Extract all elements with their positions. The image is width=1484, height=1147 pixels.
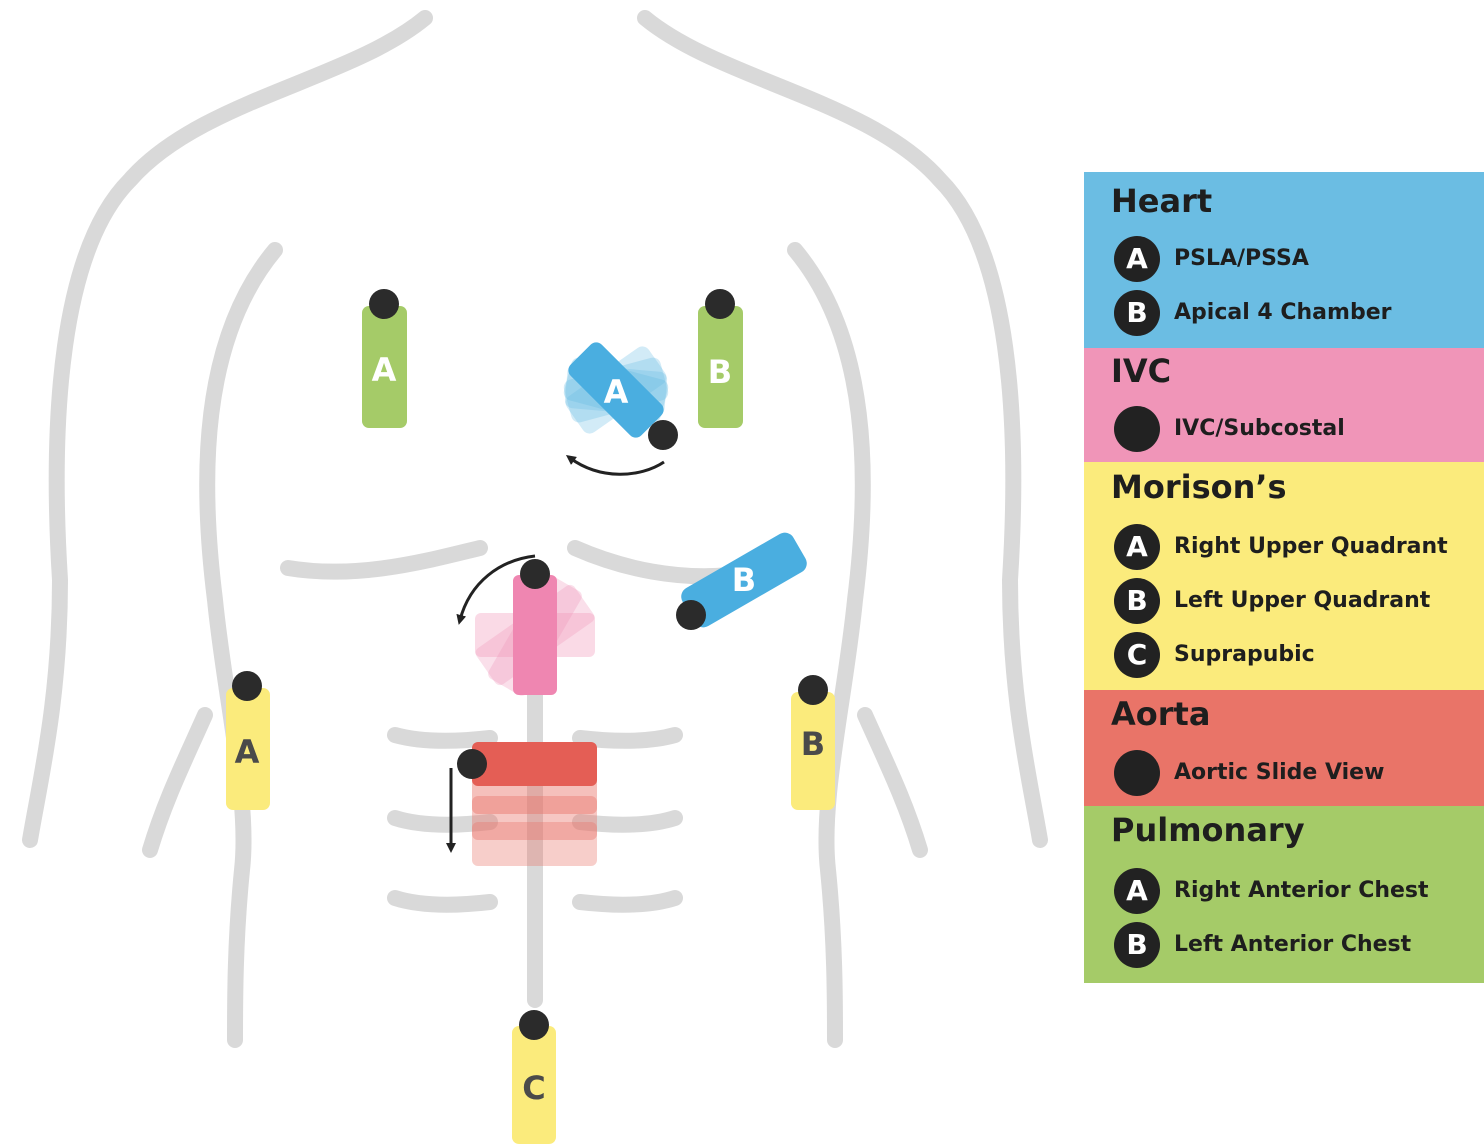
legend-item-label: PSLA/PSSA [1174, 236, 1309, 282]
morison-probe-a: A [226, 671, 270, 810]
left-ribcage-arc [288, 548, 480, 572]
legend-item: A PSLA/PSSA [1114, 236, 1484, 284]
legend-badge: A [1114, 524, 1160, 570]
legend-item: A Right Anterior Chest [1114, 868, 1484, 916]
legend-badge: A [1114, 236, 1160, 282]
legend-badge [1114, 750, 1160, 796]
body-outline [30, 18, 1040, 1040]
left-arm-inner [150, 715, 205, 850]
morison-probe-c-label: C [522, 1069, 545, 1107]
legend-section-title: Morison’s [1111, 468, 1287, 506]
legend-section-title: Heart [1111, 182, 1212, 220]
heart-rotation-arrow [570, 458, 664, 474]
right-rib-1 [580, 735, 675, 741]
morison-probe-b: B [791, 675, 835, 810]
legend-item: A Right Upper Quadrant [1114, 524, 1484, 572]
legend-section-pulmonary: Pulmonary A Right Anterior Chest B Left … [1084, 806, 1484, 983]
legend-item: B Left Anterior Chest [1114, 922, 1484, 970]
legend-section-aorta: Aorta Aortic Slide View [1084, 690, 1484, 806]
right-rib-3 [580, 898, 675, 905]
pulmonary-probe-a-label: A [372, 351, 397, 389]
legend-item-label: Apical 4 Chamber [1174, 290, 1391, 336]
legend-badge: C [1114, 632, 1160, 678]
legend-badge [1114, 406, 1160, 452]
left-rib-3 [395, 898, 490, 905]
morison-probe-a-label: A [235, 733, 260, 771]
right-ribcage-arc [575, 548, 730, 576]
legend-item: B Left Upper Quadrant [1114, 578, 1484, 626]
heart-probe-a-label: A [604, 373, 629, 411]
legend-section-title: Pulmonary [1111, 811, 1305, 849]
legend-section-ivc: IVC IVC/Subcostal [1084, 348, 1484, 462]
legend-item-label: Suprapubic [1174, 632, 1315, 678]
morison-probe-b-label: B [801, 725, 825, 763]
legend-item: Aortic Slide View [1114, 750, 1484, 798]
legend-item-label: Right Upper Quadrant [1174, 524, 1448, 570]
ivc-probe [473, 559, 597, 698]
right-torso-side [795, 250, 863, 1040]
legend-section-title: Aorta [1111, 695, 1210, 733]
legend-item-label: Left Upper Quadrant [1174, 578, 1430, 624]
legend-item-label: Right Anterior Chest [1174, 868, 1429, 914]
pulmonary-probe-b-label: B [708, 353, 732, 391]
legend-section-title: IVC [1111, 352, 1171, 390]
pulmonary-probe-a: A [362, 289, 407, 428]
legend-item-label: IVC/Subcostal [1174, 406, 1345, 452]
legend-panel: Heart A PSLA/PSSA B Apical 4 Chamber IVC… [1084, 172, 1484, 983]
legend-badge: A [1114, 868, 1160, 914]
legend-badge: B [1114, 578, 1160, 624]
right-arm-inner [865, 715, 920, 850]
legend-section-morisons: Morison’s A Right Upper Quadrant B Left … [1084, 462, 1484, 690]
legend-badge: B [1114, 922, 1160, 968]
legend-badge: B [1114, 290, 1160, 336]
morison-probe-c: C [512, 1010, 556, 1144]
heart-probe-a: A [562, 339, 678, 450]
pulmonary-probe-b: B [698, 289, 743, 428]
torso-diagram: A A B B A [0, 0, 1070, 1147]
left-rib-1 [395, 735, 490, 741]
legend-item-label: Aortic Slide View [1174, 750, 1384, 796]
heart-probe-b-label: B [732, 561, 756, 599]
legend-item: C Suprapubic [1114, 632, 1484, 680]
legend-item-label: Left Anterior Chest [1174, 922, 1411, 968]
legend-section-heart: Heart A PSLA/PSSA B Apical 4 Chamber [1084, 172, 1484, 348]
legend-item: B Apical 4 Chamber [1114, 290, 1484, 338]
left-torso-side [207, 250, 275, 1040]
legend-item: IVC/Subcostal [1114, 406, 1484, 454]
aorta-probe [457, 742, 597, 866]
